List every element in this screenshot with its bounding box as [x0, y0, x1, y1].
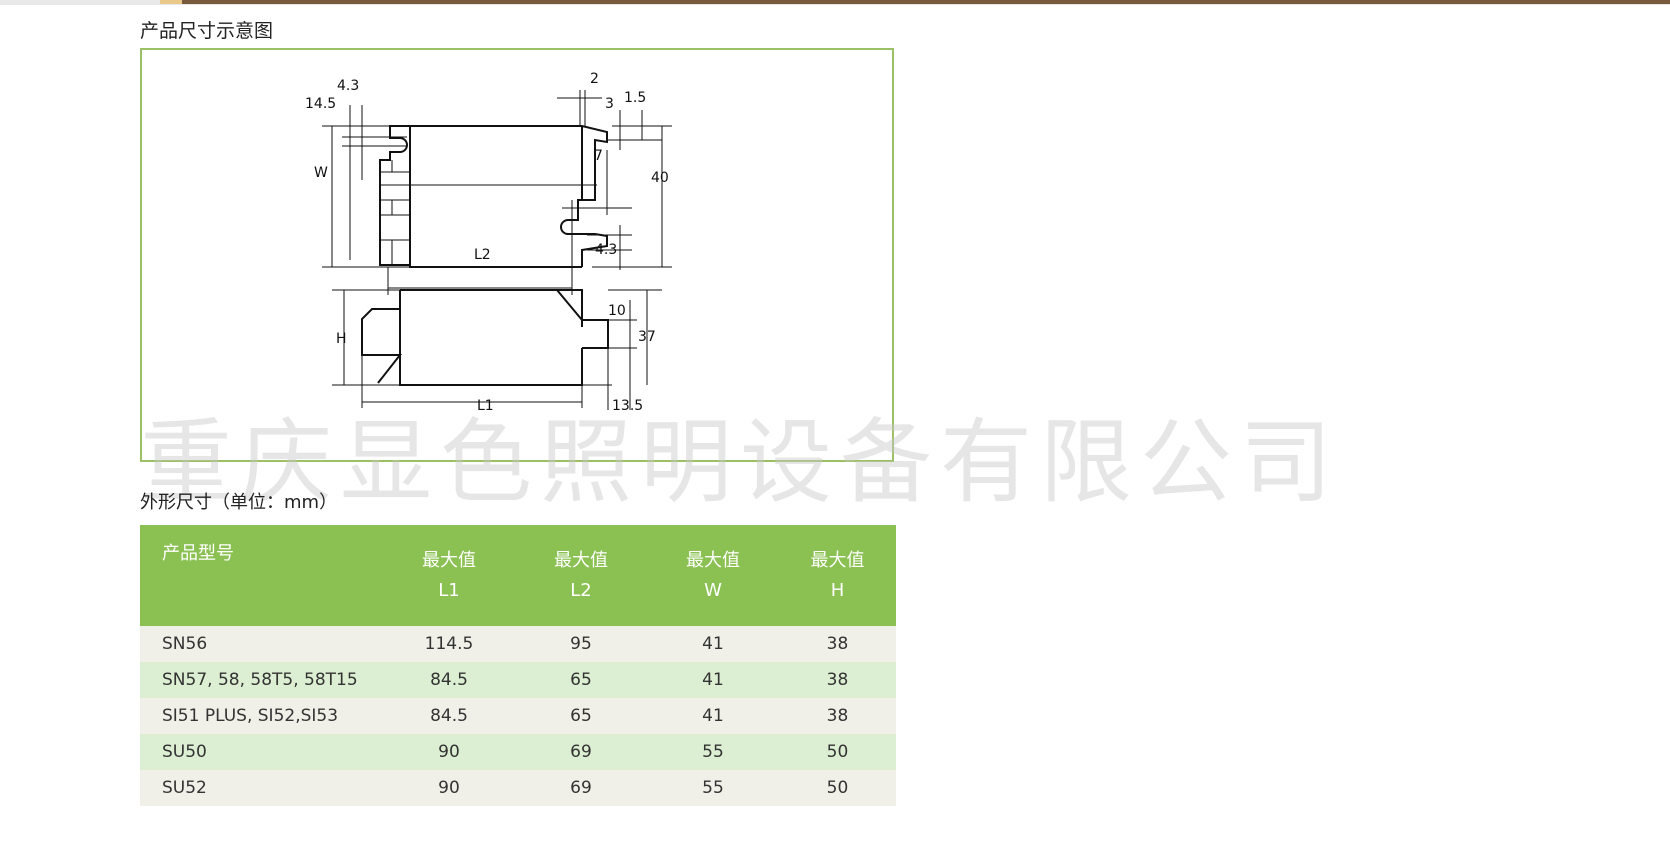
- cell-model: SU50: [140, 734, 383, 770]
- cell-model: SN56: [140, 626, 383, 662]
- svg-text:13.5: 13.5: [612, 398, 643, 414]
- cell-h: 38: [779, 662, 896, 698]
- top-bar: [0, 0, 1670, 5]
- svg-text:L1: L1: [477, 398, 494, 414]
- svg-text:1.5: 1.5: [624, 90, 646, 106]
- cell-h: 50: [779, 734, 896, 770]
- cell-l2: 69: [515, 734, 647, 770]
- header-model: 产品型号: [140, 525, 383, 626]
- diagram-title: 产品尺寸示意图: [140, 20, 274, 42]
- side-view-drawing: [361, 289, 609, 386]
- svg-text:2: 2: [590, 71, 599, 87]
- svg-text:H: H: [336, 331, 347, 347]
- cell-w: 55: [647, 770, 779, 806]
- cell-h: 38: [779, 626, 896, 662]
- svg-text:10: 10: [608, 303, 626, 319]
- table-caption: 外形尺寸（单位：mm）: [140, 492, 338, 513]
- cell-model: SN57, 58, 58T5, 58T15: [140, 662, 383, 698]
- svg-text:40: 40: [651, 170, 669, 186]
- cell-w: 41: [647, 698, 779, 734]
- svg-text:37: 37: [638, 329, 656, 345]
- cell-w: 55: [647, 734, 779, 770]
- svg-text:4.3: 4.3: [595, 242, 617, 258]
- cell-w: 41: [647, 626, 779, 662]
- cell-l2: 69: [515, 770, 647, 806]
- cell-l2: 65: [515, 698, 647, 734]
- svg-text:W: W: [314, 165, 328, 181]
- cell-l1: 90: [383, 734, 515, 770]
- dimension-diagram: 4.3 14.5 W 2 3 1.5 7 40 L2 4.3 H 10 37 L…: [140, 48, 894, 462]
- cell-l2: 95: [515, 626, 647, 662]
- cell-l1: 84.5: [383, 662, 515, 698]
- svg-text:4.3: 4.3: [337, 78, 359, 94]
- cell-l1: 84.5: [383, 698, 515, 734]
- cell-h: 50: [779, 770, 896, 806]
- cell-model: SI51 PLUS, SI52,SI53: [140, 698, 383, 734]
- svg-text:L2: L2: [474, 247, 491, 263]
- svg-text:7: 7: [594, 148, 603, 164]
- cell-l1: 90: [383, 770, 515, 806]
- cell-model: SU52: [140, 770, 383, 806]
- svg-text:3: 3: [605, 96, 614, 112]
- top-view-drawing: [379, 125, 608, 268]
- cell-l1: 114.5: [383, 626, 515, 662]
- svg-text:14.5: 14.5: [305, 96, 336, 112]
- cell-w: 41: [647, 662, 779, 698]
- cell-h: 38: [779, 698, 896, 734]
- cell-l2: 65: [515, 662, 647, 698]
